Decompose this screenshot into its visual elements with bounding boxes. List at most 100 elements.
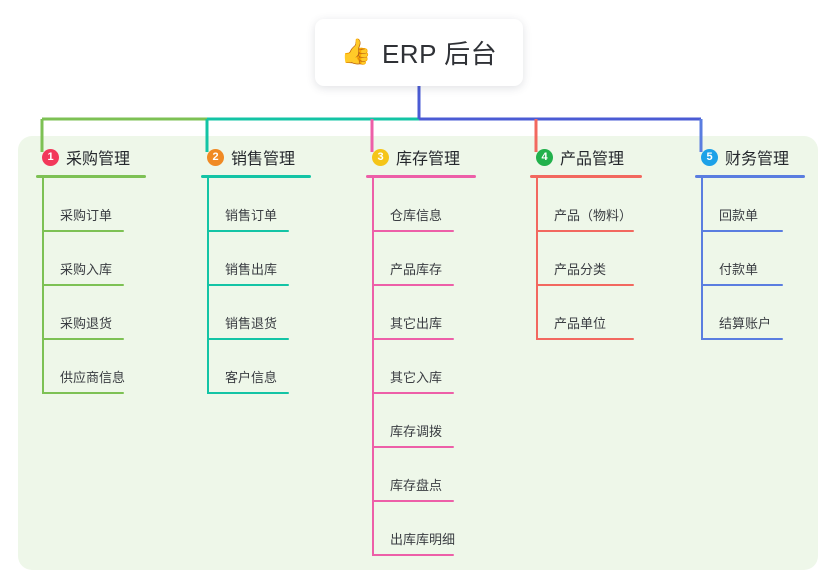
branch-item-label: 产品单位	[554, 316, 607, 331]
branch-header[interactable]: 5 财务管理	[695, 144, 839, 170]
branch-number-badge: 4	[536, 148, 553, 166]
branch-item-underline	[372, 284, 454, 286]
branch-item-underline	[372, 230, 454, 232]
branch-title: 财务管理	[725, 151, 790, 168]
root-node-title: ERP 后台	[381, 39, 498, 69]
branch-item-label: 其它出库	[390, 316, 443, 331]
branch-item[interactable]: 回款单	[695, 178, 839, 232]
branch-column: 4 产品管理产品（物料） 产品分类产品单位	[530, 144, 690, 340]
branch-item-underline	[207, 230, 289, 232]
branch-item-underline	[207, 338, 289, 340]
branch-header[interactable]: 4 产品管理	[530, 144, 690, 170]
branch-item[interactable]: 付款单	[695, 232, 839, 286]
branch-item[interactable]: 其它出库	[366, 286, 516, 340]
branch-item-label: 销售退货	[225, 316, 278, 331]
branch-spine	[42, 178, 44, 394]
branch-item-label: 仓库信息	[390, 208, 443, 223]
branch-item-underline	[701, 284, 783, 286]
branch-item-underline	[42, 284, 124, 286]
branch-column: 2 销售管理销售订单销售出库销售退货客户信息	[201, 144, 351, 394]
branch-spine	[536, 178, 538, 340]
branch-item-underline	[42, 338, 124, 340]
branch-item-underline	[372, 500, 454, 502]
branch-item-label: 库存盘点	[390, 478, 443, 493]
branch-item-label: 采购订单	[60, 208, 113, 223]
branch-item-underline	[536, 230, 634, 232]
branch-item-label: 供应商信息	[60, 370, 126, 385]
branch-header-underline	[36, 175, 146, 178]
branch-header-underline	[366, 175, 476, 178]
branch-item-underline	[372, 392, 454, 394]
branch-item-underline	[701, 230, 783, 232]
branch-number-badge: 2	[207, 148, 224, 166]
branch-item-label: 回款单	[719, 208, 759, 223]
branch-item[interactable]: 采购订单	[36, 178, 186, 232]
branch-item[interactable]: 产品库存	[366, 232, 516, 286]
branch-item-underline	[42, 230, 124, 232]
branch-title: 产品管理	[560, 151, 625, 168]
branch-item-underline	[207, 284, 289, 286]
branch-header-underline	[695, 175, 805, 178]
branch-item[interactable]: 仓库信息	[366, 178, 516, 232]
branch-title: 销售管理	[231, 151, 296, 168]
branch-item-list: 仓库信息产品库存其它出库其它入库库存调拨库存盘点出库库明细	[366, 178, 516, 556]
branch-item[interactable]: 出库库明细	[366, 502, 516, 556]
branch-number-badge: 3	[372, 148, 389, 166]
branch-spine	[701, 178, 703, 340]
branch-item-label: 结算账户	[719, 316, 772, 331]
branch-header-underline	[530, 175, 642, 178]
branch-column: 5 财务管理回款单付款单结算账户	[695, 144, 839, 340]
branch-item[interactable]: 采购退货	[36, 286, 186, 340]
branch-number-badge: 5	[701, 148, 718, 166]
branch-item-label: 采购入库	[60, 262, 113, 277]
branch-item[interactable]: 客户信息	[201, 340, 351, 394]
branch-item-label: 库存调拨	[390, 424, 443, 439]
branch-item-underline	[372, 554, 454, 556]
branch-item-list: 产品（物料） 产品分类产品单位	[530, 178, 690, 340]
branch-item-list: 采购订单采购入库采购退货供应商信息	[36, 178, 186, 394]
branch-column: 3 库存管理仓库信息产品库存其它出库其它入库库存调拨库存盘点出库库明细	[366, 144, 516, 556]
branch-item-underline	[372, 446, 454, 448]
branch-item-list: 销售订单销售出库销售退货客户信息	[201, 178, 351, 394]
branch-column: 1 采购管理采购订单采购入库采购退货供应商信息	[36, 144, 186, 394]
branch-item-underline	[536, 338, 634, 340]
branch-item-label: 付款单	[719, 262, 759, 277]
branch-item[interactable]: 库存盘点	[366, 448, 516, 502]
branch-title: 库存管理	[396, 151, 461, 168]
branch-spine	[207, 178, 209, 394]
branch-item-underline	[207, 392, 289, 394]
branch-item[interactable]: 库存调拨	[366, 394, 516, 448]
branch-header-underline	[201, 175, 311, 178]
branch-item-underline	[42, 392, 124, 394]
branch-header[interactable]: 2 销售管理	[201, 144, 351, 170]
branch-item[interactable]: 产品（物料）	[530, 178, 690, 232]
branch-item-underline	[701, 338, 783, 340]
branch-item[interactable]: 销售退货	[201, 286, 351, 340]
branch-number-badge: 1	[42, 148, 59, 166]
diagram-background-panel	[18, 136, 818, 570]
branch-item-label: 产品分类	[554, 262, 607, 277]
branch-item-list: 回款单付款单结算账户	[695, 178, 839, 340]
branch-item-label: 出库库明细	[390, 532, 456, 547]
branch-item[interactable]: 销售出库	[201, 232, 351, 286]
branch-item-label: 客户信息	[225, 370, 278, 385]
branch-item-label: 其它入库	[390, 370, 443, 385]
branch-header[interactable]: 3 库存管理	[366, 144, 516, 170]
branch-item[interactable]: 结算账户	[695, 286, 839, 340]
branch-item[interactable]: 销售订单	[201, 178, 351, 232]
branch-item[interactable]: 供应商信息	[36, 340, 186, 394]
branch-item-label: 产品（物料）	[554, 208, 633, 223]
branch-item[interactable]: 产品分类	[530, 232, 690, 286]
branch-item-label: 采购退货	[60, 316, 113, 331]
branch-item-underline	[372, 338, 454, 340]
branch-spine	[372, 178, 374, 556]
branch-header[interactable]: 1 采购管理	[36, 144, 186, 170]
root-node-erp-backend[interactable]: 👍 ERP 后台	[315, 19, 523, 86]
branch-item[interactable]: 采购入库	[36, 232, 186, 286]
branch-item[interactable]: 其它入库	[366, 340, 516, 394]
branch-item-underline	[536, 284, 634, 286]
branch-item[interactable]: 产品单位	[530, 286, 690, 340]
branch-title: 采购管理	[66, 151, 131, 168]
branch-item-label: 销售订单	[225, 208, 278, 223]
